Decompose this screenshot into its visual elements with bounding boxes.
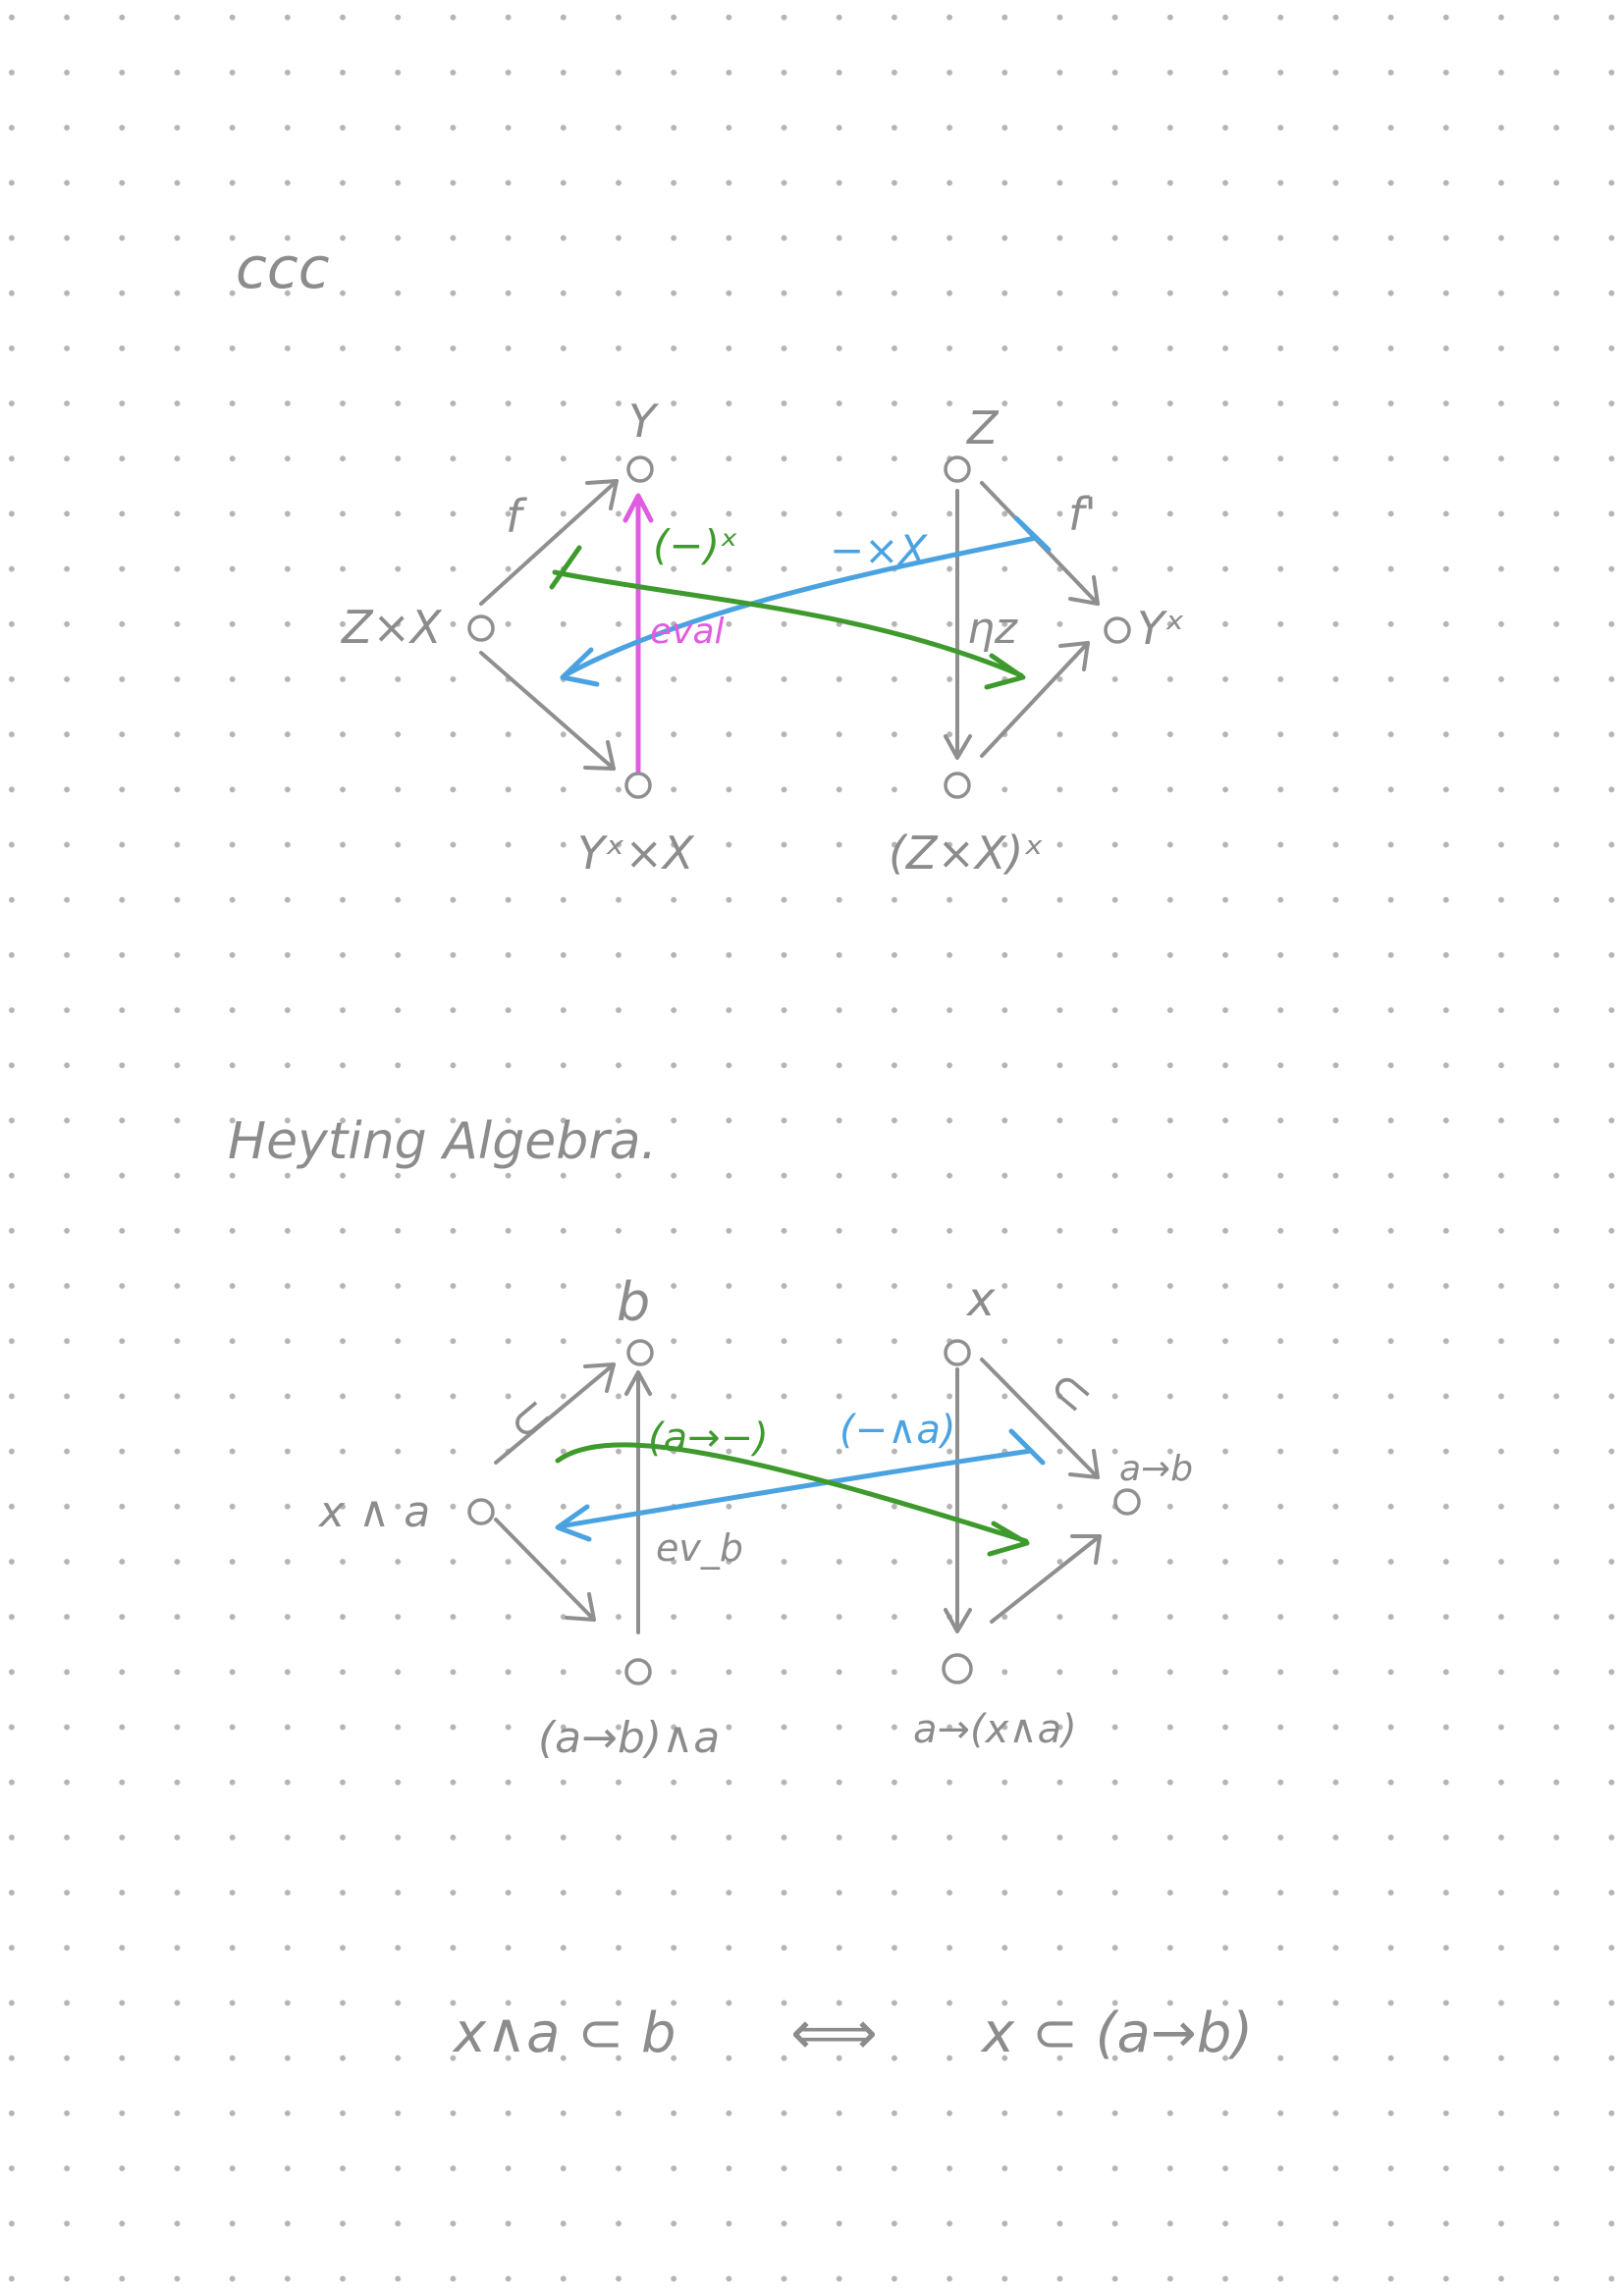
equation-iff: ⟺ [790, 1997, 878, 2068]
times-x-arrow [562, 535, 1039, 678]
node-ab [1113, 1488, 1141, 1516]
label-z: Z [965, 401, 1000, 454]
arrowhead-xa-to-aba [565, 1592, 596, 1622]
arrowhead-f-prime [1068, 575, 1100, 606]
diagram1-title: ccc [236, 235, 330, 301]
label-ab: a→b [1119, 1449, 1193, 1489]
arrowhead-f [585, 479, 619, 510]
arrow-zxx-to-yx [980, 641, 1090, 758]
label-sub-left: ⊂ [496, 1384, 564, 1454]
eval-arrowhead [622, 493, 654, 523]
arrow-xa-to-aba [494, 1518, 596, 1622]
label-yxx: Yˣ×X [577, 827, 695, 880]
imp-arrowhead [987, 1521, 1030, 1557]
meet-arrow [557, 1448, 1034, 1529]
arrowhead-eta [944, 734, 972, 760]
meet-arrow-tail [1008, 1428, 1046, 1466]
node-zx [467, 614, 495, 642]
arrow-f [479, 479, 619, 606]
arrow-axa-to-ab [990, 1534, 1102, 1624]
arrowhead-zx-to-yxx [583, 740, 616, 771]
label-zx: Z×X [340, 601, 443, 654]
label-zxx: (Z×X)ˣ [889, 827, 1044, 880]
arrowhead-sub-right [1068, 1449, 1100, 1479]
node-yx [1104, 616, 1131, 644]
arrow-zx-to-yxx [479, 651, 616, 771]
label-yx: Yˣ [1137, 602, 1185, 655]
label-x: x [965, 1272, 996, 1327]
label-axa: a→(x∧a) [913, 1707, 1077, 1752]
label-meet: (−∧a) [839, 1408, 956, 1453]
label-eta: ηᴢ [967, 604, 1018, 654]
pow-x-arrow-tail [549, 545, 582, 590]
node-z [944, 455, 971, 483]
equation-right: x ⊂ (a→b) [980, 2002, 1253, 2065]
label-times: −×X [830, 526, 928, 574]
node-yxx [624, 772, 652, 799]
label-ev: ev_b [656, 1526, 743, 1570]
node-aba [624, 1658, 652, 1685]
meet-arrowhead [555, 1504, 592, 1542]
label-b: b [617, 1271, 650, 1333]
pow-x-arrow [552, 569, 1024, 678]
node-axa [942, 1653, 973, 1684]
node-xa [467, 1498, 495, 1525]
times-x-arrowhead [560, 647, 600, 687]
node-x [944, 1339, 971, 1366]
arrowhead-zxx-to-yx [1058, 641, 1090, 671]
equation-left: x∧a ⊂ b [452, 2002, 676, 2065]
label-aba: (a→b)∧a [538, 1713, 720, 1763]
arrowhead-sub-left [583, 1362, 616, 1393]
label-y: Y [628, 395, 660, 448]
label-imp: (a→−) [648, 1415, 769, 1461]
diagram2-title: Heyting Algebra. [228, 1112, 657, 1171]
label-xa: x ∧ a [317, 1487, 430, 1537]
arrowhead-unit [944, 1608, 972, 1633]
label-pow: (−)ˣ [653, 521, 738, 569]
imp-arrow [555, 1442, 1029, 1544]
node-b [626, 1339, 654, 1366]
arrowhead-ev [624, 1370, 652, 1396]
pow-x-arrowhead [984, 653, 1026, 690]
arrow-sub-right [980, 1358, 1100, 1479]
arrowhead-axa-to-ab [1070, 1534, 1102, 1565]
label-eval: eval [650, 612, 725, 652]
label-sub-right: ⊂ [1037, 1357, 1105, 1426]
node-y [626, 455, 654, 483]
arrow-sub-left [494, 1362, 616, 1465]
label-f: f [506, 490, 527, 543]
node-zxx [944, 772, 971, 799]
times-x-arrow-tail [1013, 515, 1052, 553]
label-f-prime: f' [1068, 488, 1097, 541]
